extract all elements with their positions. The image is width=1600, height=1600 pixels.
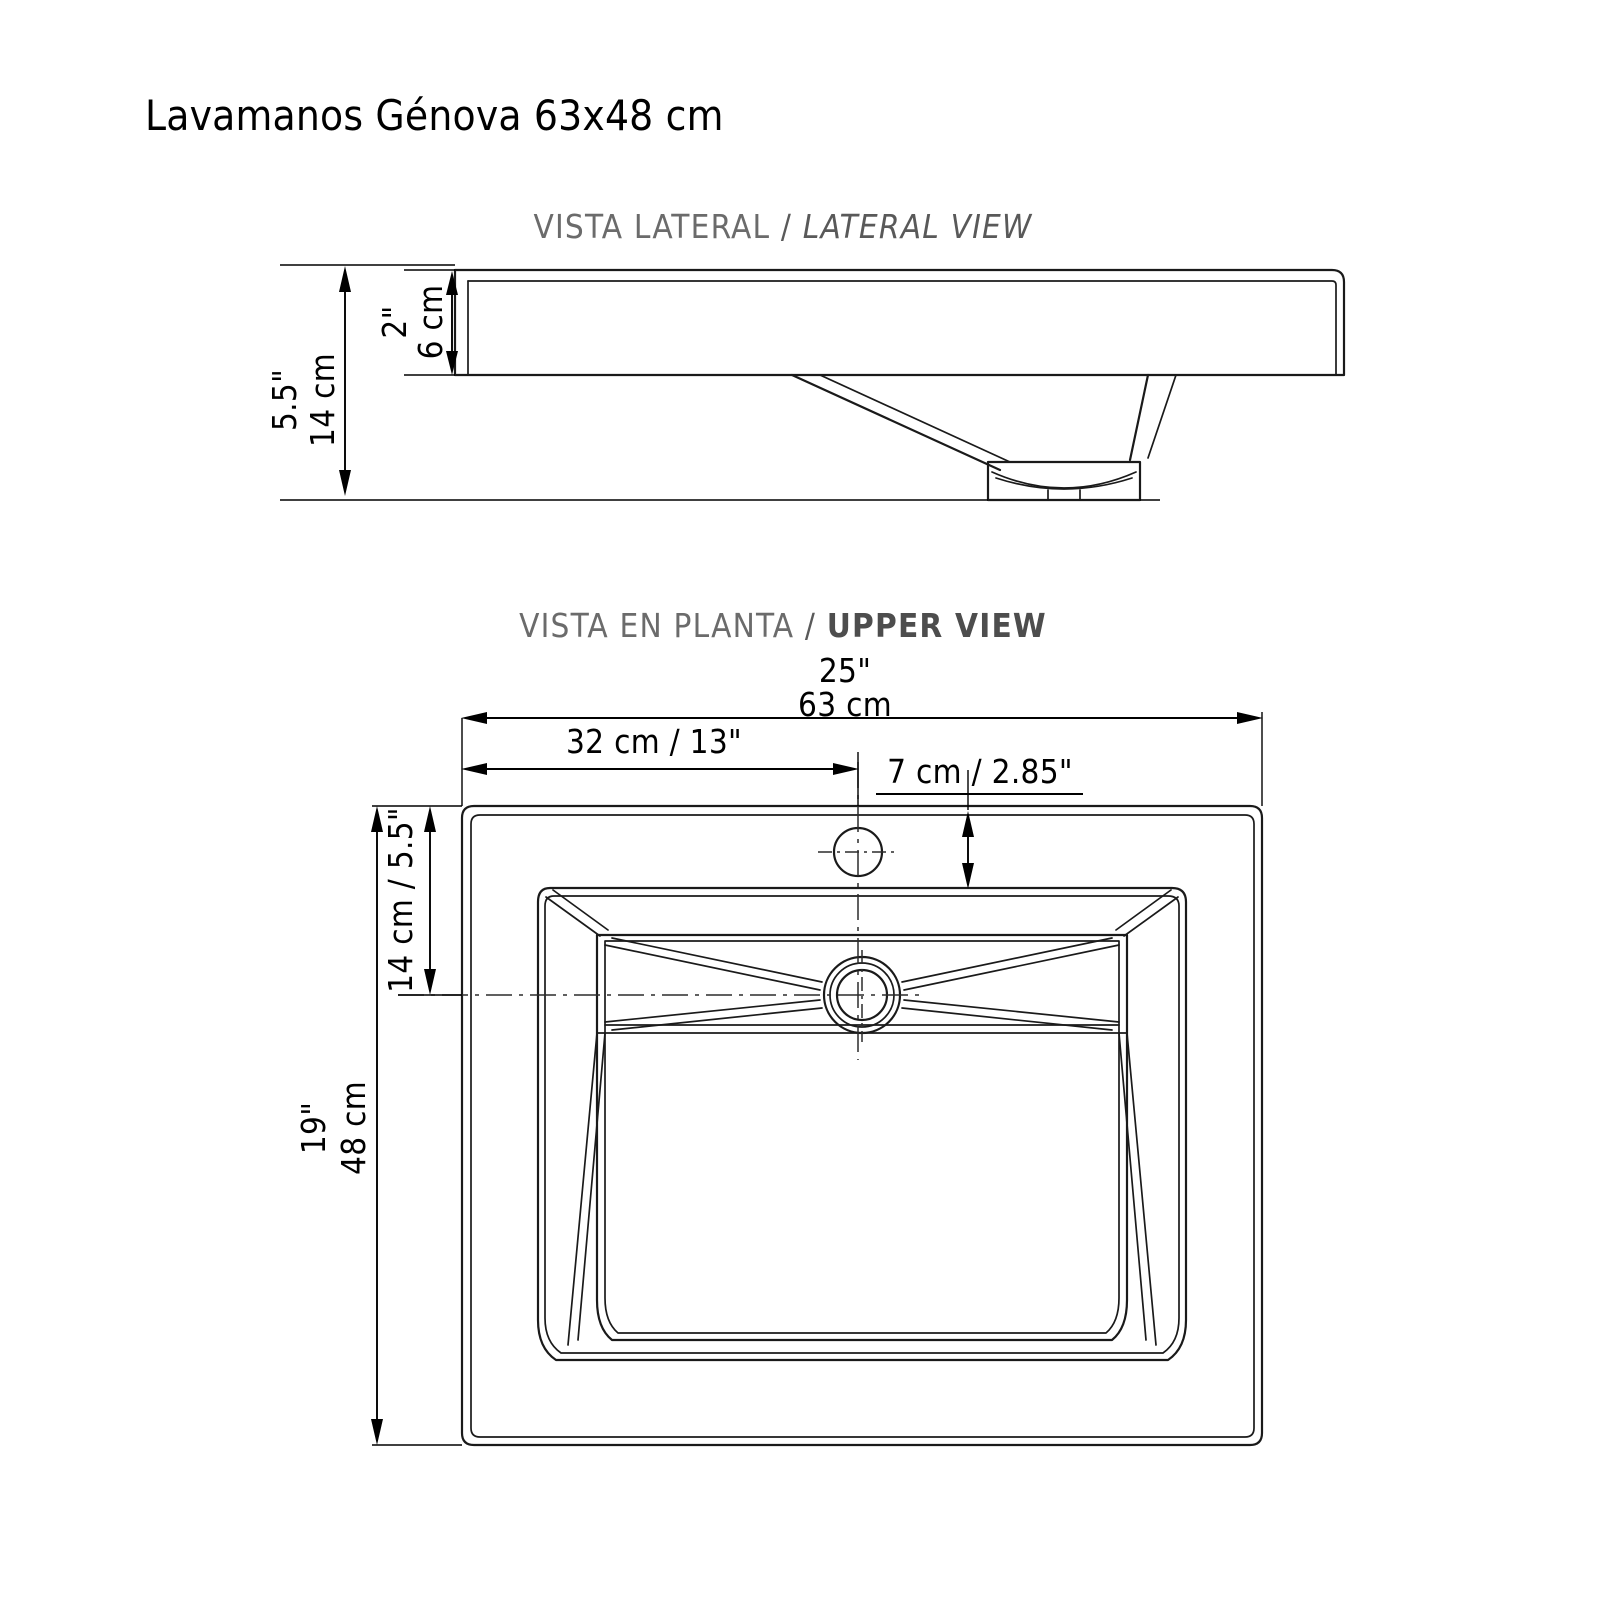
arrowhead-plan-depth-top (371, 806, 383, 832)
plan-basin-bowl (595, 933, 1129, 1342)
dim-label-plan-depth-inches: 19" (294, 1102, 333, 1154)
arrowhead-plan-width-right (1237, 712, 1263, 724)
arrowhead-lateral-thickness-bottom (446, 351, 458, 375)
arrowhead-plan-faucetx-left (461, 763, 487, 775)
lateral-drain-well-ribs (1047, 489, 1081, 501)
plan-slab-inner-offset (470, 814, 1255, 1438)
plan-basin-chamfer-upper-right (1115, 889, 1179, 937)
arrowhead-plan-width-left (461, 712, 487, 724)
lateral-drain-well-box (986, 460, 1142, 502)
lateral-view-heading-es: VISTA LATERAL (533, 207, 770, 246)
dim-label-lateral-thickness-inches: 2" (375, 305, 414, 338)
lateral-view-heading-separator: / (770, 207, 802, 246)
lateral-slab-outline (453, 268, 1346, 377)
dim-label-plan-width-metric: 63 cm (798, 685, 892, 724)
plan-fan-line-lower-left-a (611, 1007, 823, 1031)
plan-slab-outline (460, 804, 1264, 1447)
plan-basin-taper-left (567, 1032, 606, 1346)
arrowhead-plan-basinoffset-top (424, 806, 436, 832)
plan-basin-bowl-inner (604, 940, 1120, 1334)
arrowhead-lateral-thickness-top (446, 271, 458, 295)
dim-label-lateral-thickness-metric: 6 cm (411, 285, 450, 360)
dim-label-plan-width-inches: 25" (819, 651, 871, 690)
dim-label-lateral-height-metric: 14 cm (303, 353, 342, 447)
dim-label-plan-basin-offset: 14 cm / 5.5" (381, 807, 420, 993)
upper-view-geometry (398, 762, 1264, 1447)
plan-fan-line-upper-left-b (604, 944, 821, 991)
lateral-slab-left-face (454, 269, 469, 376)
upper-view-heading-es: VISTA EN PLANTA (519, 606, 794, 645)
upper-view-heading: VISTA EN PLANTA / UPPER VIEW (519, 606, 1047, 645)
page-title: Lavamanos Génova 63x48 cm (145, 91, 724, 140)
lateral-view-dimensions: 5.5" 14 cm 2" 6 cm (265, 266, 458, 496)
arrowhead-plan-faucety-top (962, 811, 974, 837)
upper-view-dimensions: 25" 63 cm 32 cm / 13" 7 cm / 2.85" 14 cm… (294, 651, 1263, 1446)
dim-label-plan-faucet-offset-x: 32 cm / 13" (566, 722, 742, 761)
lateral-basin-slope-left-inner (819, 374, 1011, 463)
arrowhead-lateral-height-bottom (339, 470, 351, 496)
dim-label-lateral-height-inches: 5.5" (265, 369, 304, 431)
lateral-slab-inner-edge (467, 280, 1337, 376)
dim-label-plan-faucet-offset-y: 7 cm / 2.85" (887, 752, 1073, 791)
lateral-drain-well-curve-outer (991, 471, 1137, 489)
plan-fan-line-lower-left-b (604, 999, 821, 1023)
dim-label-plan-depth-metric: 48 cm (334, 1081, 373, 1175)
plan-basin-rim-inner (544, 895, 1180, 1354)
plan-fan-line-lower-right-a (901, 1007, 1113, 1031)
lateral-basin-slope-right-inner (1147, 374, 1177, 459)
arrowhead-plan-faucetx-right (833, 763, 859, 775)
lateral-view-heading: VISTA LATERAL / LATERAL VIEW (533, 207, 1033, 246)
lateral-basin-slope-right-outer (1128, 373, 1150, 462)
plan-fan-line-lower-right-b (903, 999, 1120, 1023)
plan-fan-line-upper-right-a (901, 937, 1113, 983)
lateral-view-heading-en: LATERAL VIEW (803, 207, 1033, 246)
arrowhead-lateral-height-top (339, 266, 351, 292)
upper-view-heading-en: UPPER VIEW (827, 606, 1047, 645)
lateral-view-geometry (280, 264, 1346, 502)
plan-basin-rim-outer (536, 886, 1188, 1362)
plan-fan-line-upper-right-b (903, 944, 1120, 991)
arrowhead-plan-basinoffset-bottom (424, 969, 436, 995)
arrowhead-plan-depth-bottom (371, 1419, 383, 1445)
plan-basin-taper-right (1118, 1032, 1157, 1346)
lateral-drain-well-curve-inner (995, 477, 1133, 490)
upper-view-heading-separator: / (794, 606, 826, 645)
plan-basin-chamfer-upper-left (545, 889, 609, 937)
plan-fan-line-upper-left-a (611, 937, 823, 983)
lateral-basin-slope-left-outer (790, 373, 1002, 472)
arrowhead-plan-faucety-bottom (962, 863, 974, 889)
